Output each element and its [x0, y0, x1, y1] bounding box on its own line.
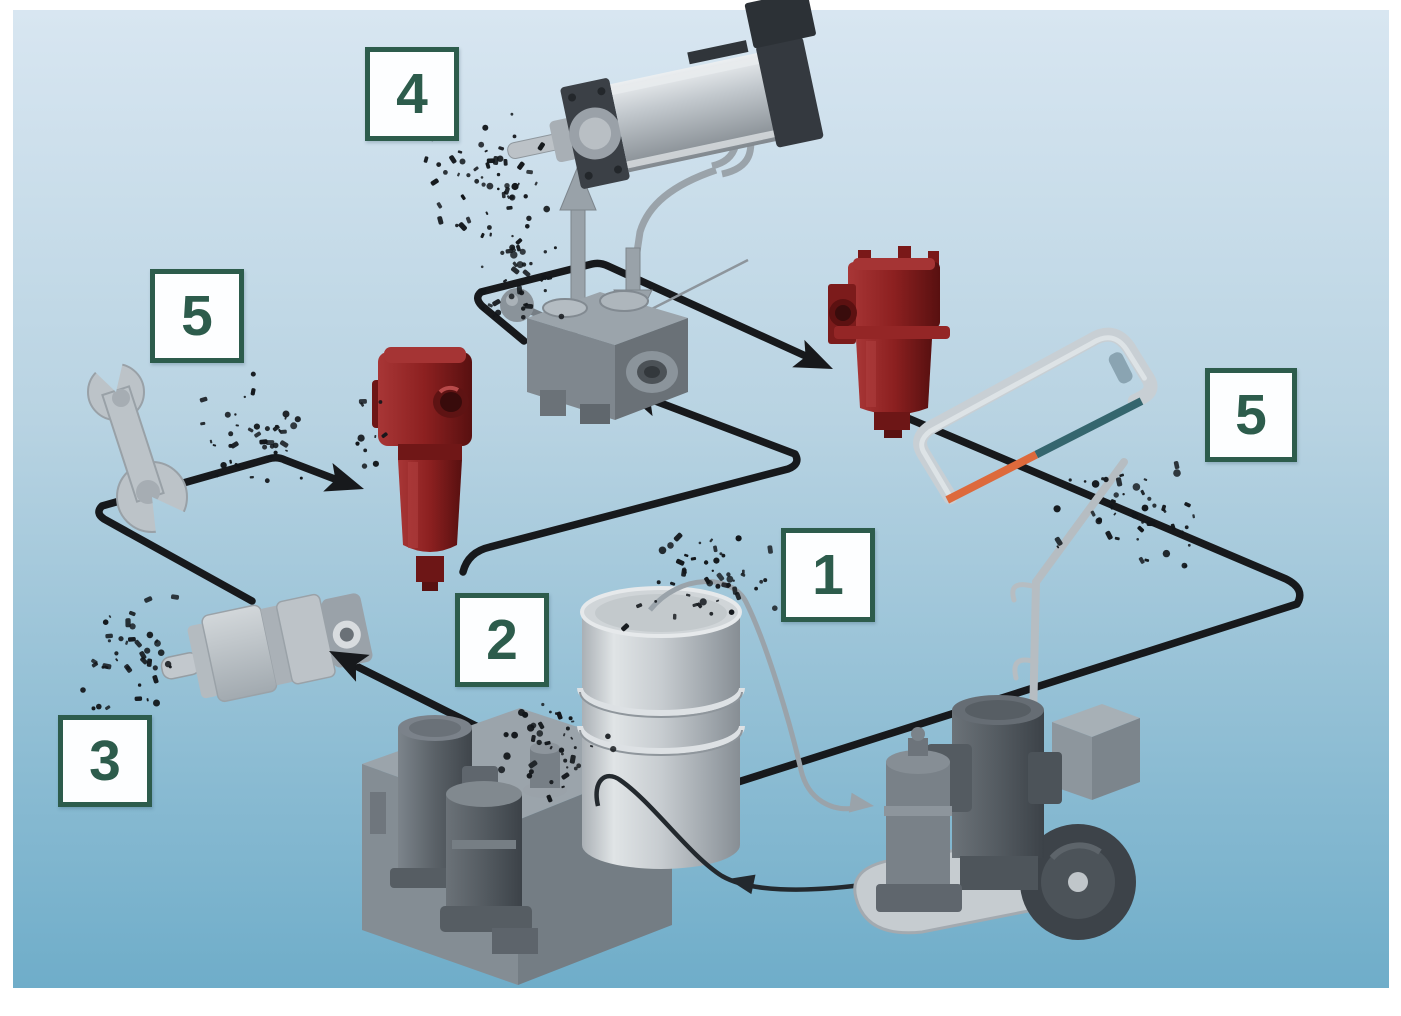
- callout-3-number: 3: [89, 728, 121, 793]
- line-return-to-tank: [690, 410, 1304, 800]
- hydraulic-cylinder: [507, 0, 824, 189]
- callout-5-left-number: 5: [181, 283, 213, 348]
- callout-5-right-number: 5: [1235, 382, 1267, 447]
- tank-breather-cap: [523, 742, 567, 798]
- callout-2-number: 2: [486, 607, 518, 672]
- callout-5-right: 5: [1205, 368, 1297, 462]
- tank-filter-cylinder: [440, 781, 532, 932]
- callout-1-number: 1: [812, 542, 844, 607]
- hose-cart-to-tank: [594, 773, 878, 892]
- line-valve-to-return-filter: [474, 259, 814, 362]
- arrow-into-pressure-filter: [323, 462, 364, 492]
- directional-control-valve: [500, 288, 688, 424]
- oil-drum: [577, 586, 745, 869]
- cart-tray: [1052, 704, 1140, 800]
- hose-arrow-into-tank: [728, 874, 756, 895]
- cart-filter-canister: [876, 727, 962, 912]
- pressure-filter: [372, 347, 472, 591]
- return-filter: [828, 246, 950, 438]
- flow-lines: [95, 259, 1304, 800]
- hacksaw-handle-hole: [1108, 352, 1133, 384]
- arrow-into-pump-overlay: [329, 651, 370, 682]
- callout-4: 4: [365, 47, 459, 141]
- hacksaw-icon: [913, 327, 1158, 505]
- cart-wheel: [1020, 824, 1136, 940]
- callout-4-number: 4: [396, 61, 428, 126]
- callout-2: 2: [455, 593, 549, 687]
- callout-5-left: 5: [150, 269, 244, 363]
- callout-3: 3: [58, 715, 152, 807]
- line-pump-to-pressure-filter: [95, 453, 344, 605]
- hacksaw-blade-orange: [945, 451, 1039, 504]
- hose-drum-to-cart: [648, 579, 857, 812]
- hacksaw-blade-teal: [1034, 397, 1144, 459]
- hoses: [594, 579, 878, 895]
- callout-1: 1: [781, 528, 875, 622]
- contamination-particles: [80, 100, 1196, 803]
- filter-cart: [853, 458, 1140, 940]
- line-filter-to-valve: [459, 395, 801, 576]
- hose-arrow-into-cart: [848, 792, 874, 813]
- wrench-icon: [87, 363, 188, 533]
- gear-pump: [160, 593, 373, 703]
- arrow-into-return-filter: [792, 339, 833, 369]
